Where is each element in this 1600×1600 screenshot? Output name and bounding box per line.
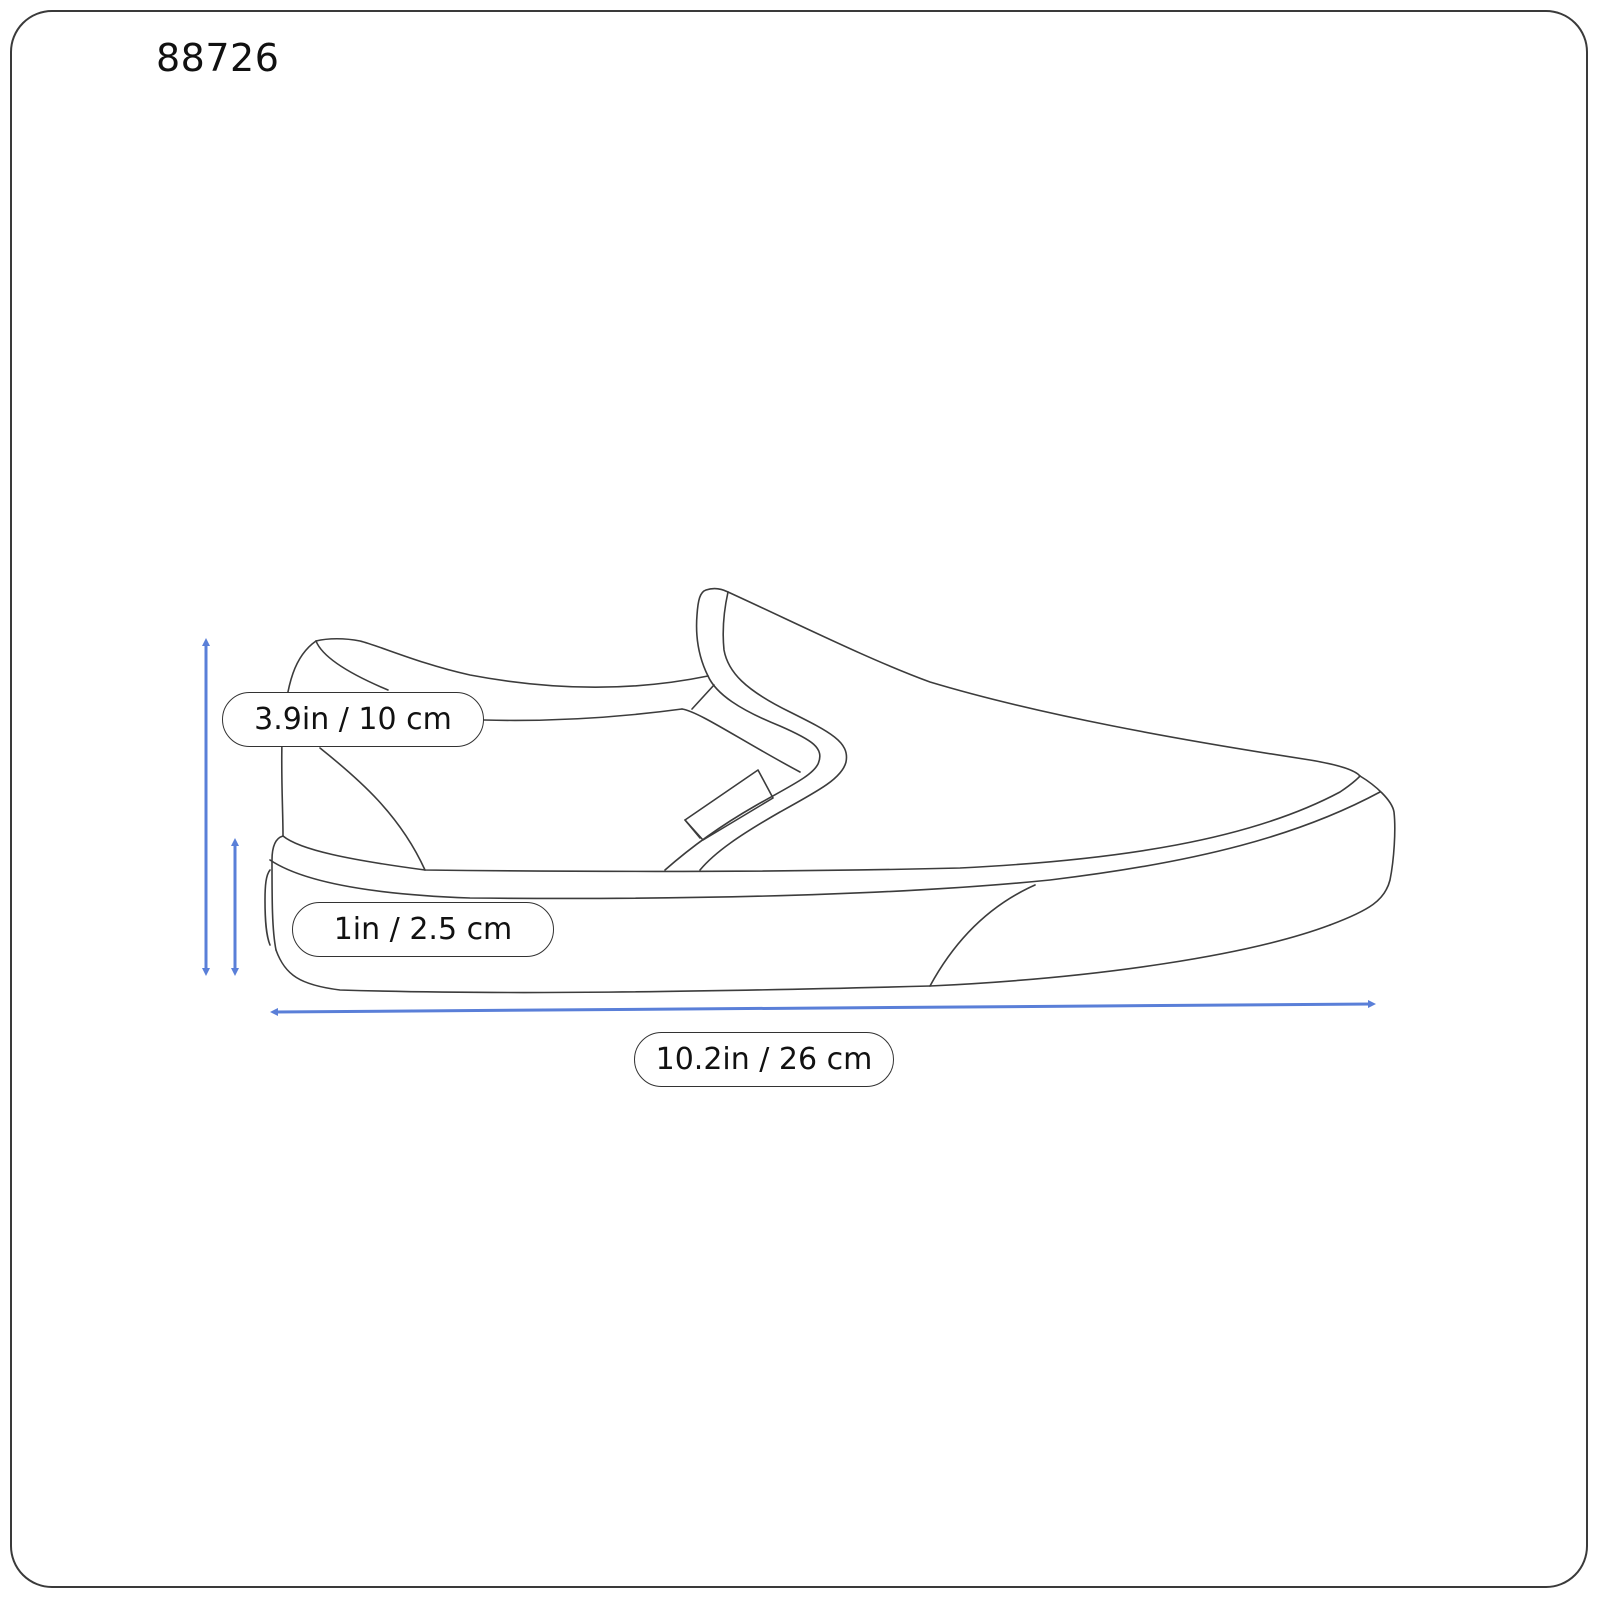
length-dimension-label: 10.2in / 26 cm [634, 1032, 894, 1087]
side-tab-fold [684, 819, 701, 839]
heel-sole-back [271, 835, 284, 951]
tongue-inner [699, 591, 848, 871]
tongue-band-outer [664, 675, 821, 871]
gore-connector [691, 684, 715, 710]
heel-collar-inner [315, 640, 389, 691]
tongue-outer [695, 587, 729, 677]
dimension-arrows [202, 638, 1376, 1016]
sole-height-dimension-label: 1in / 2.5 cm [292, 902, 554, 957]
heel-collar-top [315, 637, 709, 688]
collar-lining [483, 708, 683, 722]
product-code: 88726 [156, 36, 280, 80]
sole-bottom [275, 924, 1331, 994]
toe-cap-curve [929, 884, 1036, 987]
side-tab [684, 769, 774, 841]
height-dimension-label: 3.9in / 10 cm [222, 692, 484, 747]
toe-front [1329, 775, 1396, 926]
gore-lower [681, 708, 801, 773]
length-arrow [270, 1000, 1376, 1016]
vamp-top [727, 591, 1361, 777]
foxing-top [282, 775, 1361, 873]
shoe-outline [264, 587, 1396, 994]
heel-tab-curve [319, 747, 426, 871]
foxing-band [269, 791, 1381, 900]
heel-sole-stripe [264, 869, 271, 946]
